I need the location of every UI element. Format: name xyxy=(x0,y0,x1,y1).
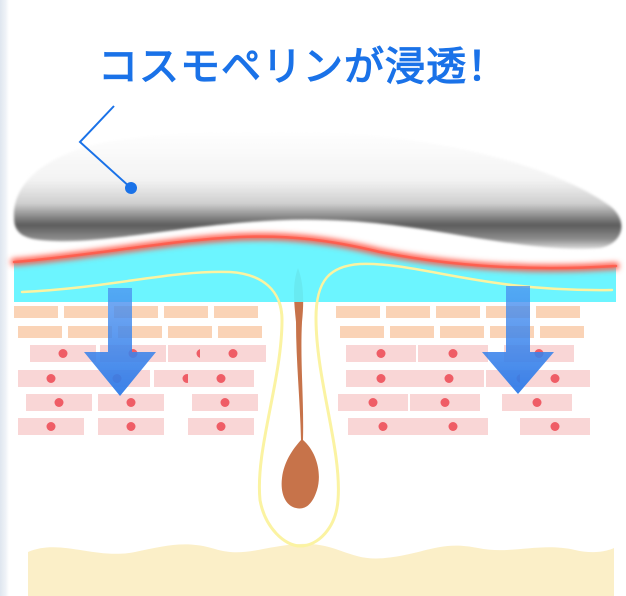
cell-nucleus xyxy=(46,422,56,431)
cell-nucleus xyxy=(368,398,378,407)
cell-nucleus xyxy=(216,422,226,431)
epidermis-cell xyxy=(14,306,58,318)
cell-nucleus xyxy=(378,422,388,431)
epidermis-cell xyxy=(436,306,480,318)
cell-nucleus xyxy=(440,398,450,407)
cell-nucleus xyxy=(532,398,542,407)
cell-nucleus xyxy=(448,349,458,358)
epidermis-cell xyxy=(68,326,112,338)
penetration-arrow-left xyxy=(84,288,156,396)
epidermis-cell xyxy=(536,306,580,318)
cell-nucleus xyxy=(220,398,230,407)
dermis-layer xyxy=(28,543,614,596)
epidermis-cell xyxy=(168,326,212,338)
cell-nucleus xyxy=(550,422,560,431)
epidermis-cell xyxy=(440,326,484,338)
absorption-glow-core xyxy=(12,235,618,270)
cell-nucleus xyxy=(216,374,226,383)
cell-nucleus xyxy=(58,349,68,358)
cell-nucleus xyxy=(448,422,458,431)
applied-gel-layer xyxy=(13,129,622,249)
pointer-dot xyxy=(125,182,137,194)
pointer-line xyxy=(78,105,132,189)
epidermis-cell xyxy=(336,306,380,318)
stratum-corneum-layer xyxy=(14,236,616,302)
cell-nucleus xyxy=(444,374,454,383)
epidermis-cell xyxy=(214,306,258,318)
cell-nucleus xyxy=(376,349,386,358)
epidermis-cell xyxy=(390,326,434,338)
epidermis-cell xyxy=(164,306,208,318)
left-edge-shadow xyxy=(0,0,9,596)
epidermis-cells xyxy=(14,306,590,435)
epidermis-cell xyxy=(218,326,262,338)
epidermis-cell xyxy=(64,306,108,318)
cell-nucleus xyxy=(228,349,238,358)
epidermis-cell xyxy=(18,326,62,338)
epidermis-cell xyxy=(340,326,384,338)
cell-nucleus xyxy=(376,374,386,383)
epidermis-cell xyxy=(540,326,584,338)
penetration-arrow-right xyxy=(482,286,554,394)
cell-nucleus xyxy=(46,374,56,383)
hair-shaft xyxy=(281,268,319,509)
cell-nucleus xyxy=(126,398,136,407)
headline-title: コスモペリンが浸透！ xyxy=(98,44,508,90)
cell-nucleus xyxy=(54,398,64,407)
epidermis-cell xyxy=(386,306,430,318)
cell-nucleus xyxy=(550,374,560,383)
cell-nucleus xyxy=(126,422,136,431)
